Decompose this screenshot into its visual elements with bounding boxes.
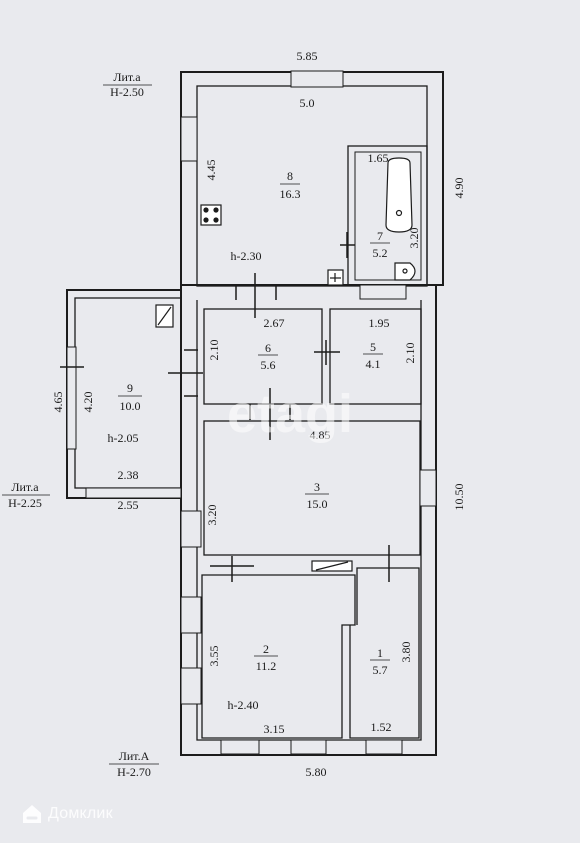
- bathtub-icon: [385, 157, 413, 233]
- room-7-label: 7 5.2: [370, 229, 390, 260]
- dim-room2-height: 3.55: [207, 646, 221, 667]
- svg-text:9: 9: [127, 381, 133, 395]
- height-kitchen: h-2.30: [231, 249, 262, 263]
- svg-text:Лит.А: Лит.А: [119, 749, 150, 763]
- svg-text:11.2: 11.2: [256, 659, 277, 673]
- room-labels: 8 16.3 7 5.2 6 5.6 5 4.1 9 10.0 3 15.0: [118, 169, 390, 677]
- room-9-label: 9 10.0: [118, 381, 142, 413]
- dim-bottom-width: 5.80: [306, 765, 327, 779]
- ceiling-heights: h-2.30 h-2.05 h-2.40: [108, 249, 262, 712]
- dim-veranda-inner: 4.20: [81, 392, 95, 413]
- toilet-icon: [394, 262, 416, 281]
- dim-room6-width: 2.67: [264, 316, 285, 330]
- room-2-label: 2 11.2: [254, 642, 278, 673]
- dim-room5-height: 2.10: [403, 343, 417, 364]
- svg-text:Лит.а: Лит.а: [11, 480, 39, 494]
- svg-text:4.1: 4.1: [366, 357, 381, 371]
- dim-bath-width: 1.65: [368, 151, 389, 165]
- svg-text:6: 6: [265, 341, 271, 355]
- svg-text:Лит.а: Лит.а: [113, 70, 141, 84]
- dim-top-width: 5.85: [297, 49, 318, 63]
- svg-text:5.2: 5.2: [373, 246, 388, 260]
- logo-text: Домклик: [48, 805, 113, 822]
- dimension-labels: 5.85 5.0 4.45 4.90 1.65 3.20 2.67 2.10 1…: [51, 49, 466, 779]
- watermark: etagi: [227, 384, 353, 444]
- svg-text:1: 1: [377, 646, 383, 660]
- dim-veranda-inner-width: 2.38: [118, 468, 139, 482]
- letter-labels: Лит.а Н-2.50 Лит.а Н-2.25 Лит.А Н-2.70: [2, 70, 159, 779]
- dim-room2-width: 3.15: [264, 722, 285, 736]
- dim-bath-height: 3.20: [407, 228, 421, 249]
- dim-right-upper: 4.90: [452, 178, 466, 199]
- svg-text:Н-2.25: Н-2.25: [8, 496, 42, 510]
- dim-room1-height: 3.80: [399, 642, 413, 663]
- doors: [60, 232, 390, 582]
- dim-room5-width: 1.95: [369, 316, 390, 330]
- height-veranda: h-2.05: [108, 431, 139, 445]
- svg-text:Н-2.70: Н-2.70: [117, 765, 151, 779]
- room-5-label: 5 4.1: [363, 340, 383, 371]
- fixtures: [155, 157, 416, 572]
- domclick-logo: Домклик: [22, 804, 113, 824]
- dim-kitchen-height: 4.45: [204, 160, 218, 181]
- svg-text:10.0: 10.0: [120, 399, 141, 413]
- dim-room3-height: 3.20: [205, 505, 219, 526]
- windows: [66, 70, 437, 755]
- svg-text:15.0: 15.0: [307, 497, 328, 511]
- svg-text:16.3: 16.3: [280, 187, 301, 201]
- svg-text:5.6: 5.6: [261, 358, 276, 372]
- stove-icon: [200, 204, 222, 226]
- letter-A-bottom: Лит.А Н-2.70: [109, 749, 159, 779]
- svg-text:5.7: 5.7: [373, 663, 388, 677]
- dim-room1-width: 1.52: [371, 720, 392, 734]
- dim-kitchen-inner-width: 5.0: [300, 96, 315, 110]
- house-icon: [23, 805, 41, 823]
- room-1-label: 1 5.7: [370, 646, 390, 677]
- height-room2: h-2.40: [228, 698, 259, 712]
- dim-veranda-outer-width: 2.55: [118, 498, 139, 512]
- dim-room3-width: 4.85: [310, 428, 331, 442]
- svg-text:Н-2.50: Н-2.50: [110, 85, 144, 99]
- letter-a-left: Лит.а Н-2.25: [2, 480, 50, 510]
- dim-room6-height: 2.10: [207, 340, 221, 361]
- dim-veranda-outer: 4.65: [51, 392, 65, 413]
- room-6-label: 6 5.6: [258, 341, 278, 372]
- room-8-label: 8 16.3: [280, 169, 301, 201]
- svg-text:3: 3: [314, 480, 320, 494]
- svg-text:2: 2: [263, 642, 269, 656]
- svg-text:7: 7: [377, 229, 383, 243]
- dim-right-total: 10.50: [452, 484, 466, 511]
- svg-text:5: 5: [370, 340, 376, 354]
- room-3-label: 3 15.0: [305, 480, 329, 511]
- letter-a-top: Лит.а Н-2.50: [103, 70, 152, 99]
- svg-text:8: 8: [287, 169, 293, 183]
